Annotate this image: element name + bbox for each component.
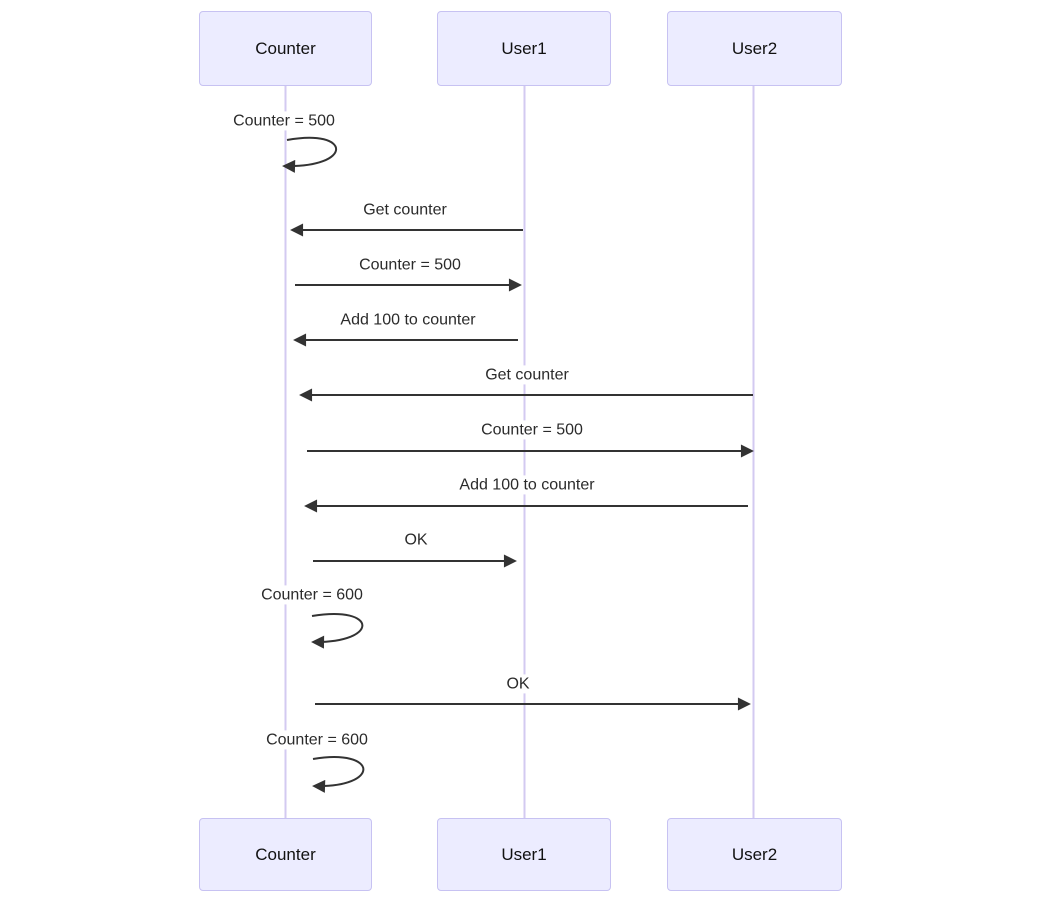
message-label-self-counter-600-first: Counter = 600 [259,585,365,605]
actor-label-counter-top: Counter [255,38,316,58]
actor-box-user1-top: User1 [437,11,611,86]
message-label-ok-user1: OK [402,530,430,550]
actor-box-counter-bottom: Counter [199,818,372,891]
self-loop-arrow-counter-500 [282,136,338,173]
message-label-counter-500-user1: Counter = 500 [357,255,463,275]
actor-box-counter-top: Counter [199,11,372,86]
message-label-add-100-user1: Add 100 to counter [338,310,478,330]
actor-label-counter-bottom: Counter [255,844,316,864]
message-label-ok-user2: OK [504,674,532,694]
message-label-get-counter-user2: Get counter [483,365,571,385]
actor-label-user1-top: User1 [501,38,547,58]
self-loop-arrow-counter-600-second [312,756,365,793]
message-label-get-counter-user1: Get counter [361,200,449,220]
actor-box-user2-top: User2 [667,11,842,86]
actor-label-user1-bottom: User1 [501,844,547,864]
message-label-counter-500-user2: Counter = 500 [479,420,585,440]
message-label-add-100-user2: Add 100 to counter [457,475,597,495]
actor-label-user2-bottom: User2 [731,844,778,864]
actor-box-user2-bottom: User2 [667,818,842,891]
actor-label-user2-top: User2 [731,38,778,58]
message-label-self-counter-600-second: Counter = 600 [264,730,370,750]
self-loop-arrow-counter-600-first [311,613,364,649]
message-label-self-counter-500: Counter = 500 [231,111,337,131]
actor-box-user1-bottom: User1 [437,818,611,891]
